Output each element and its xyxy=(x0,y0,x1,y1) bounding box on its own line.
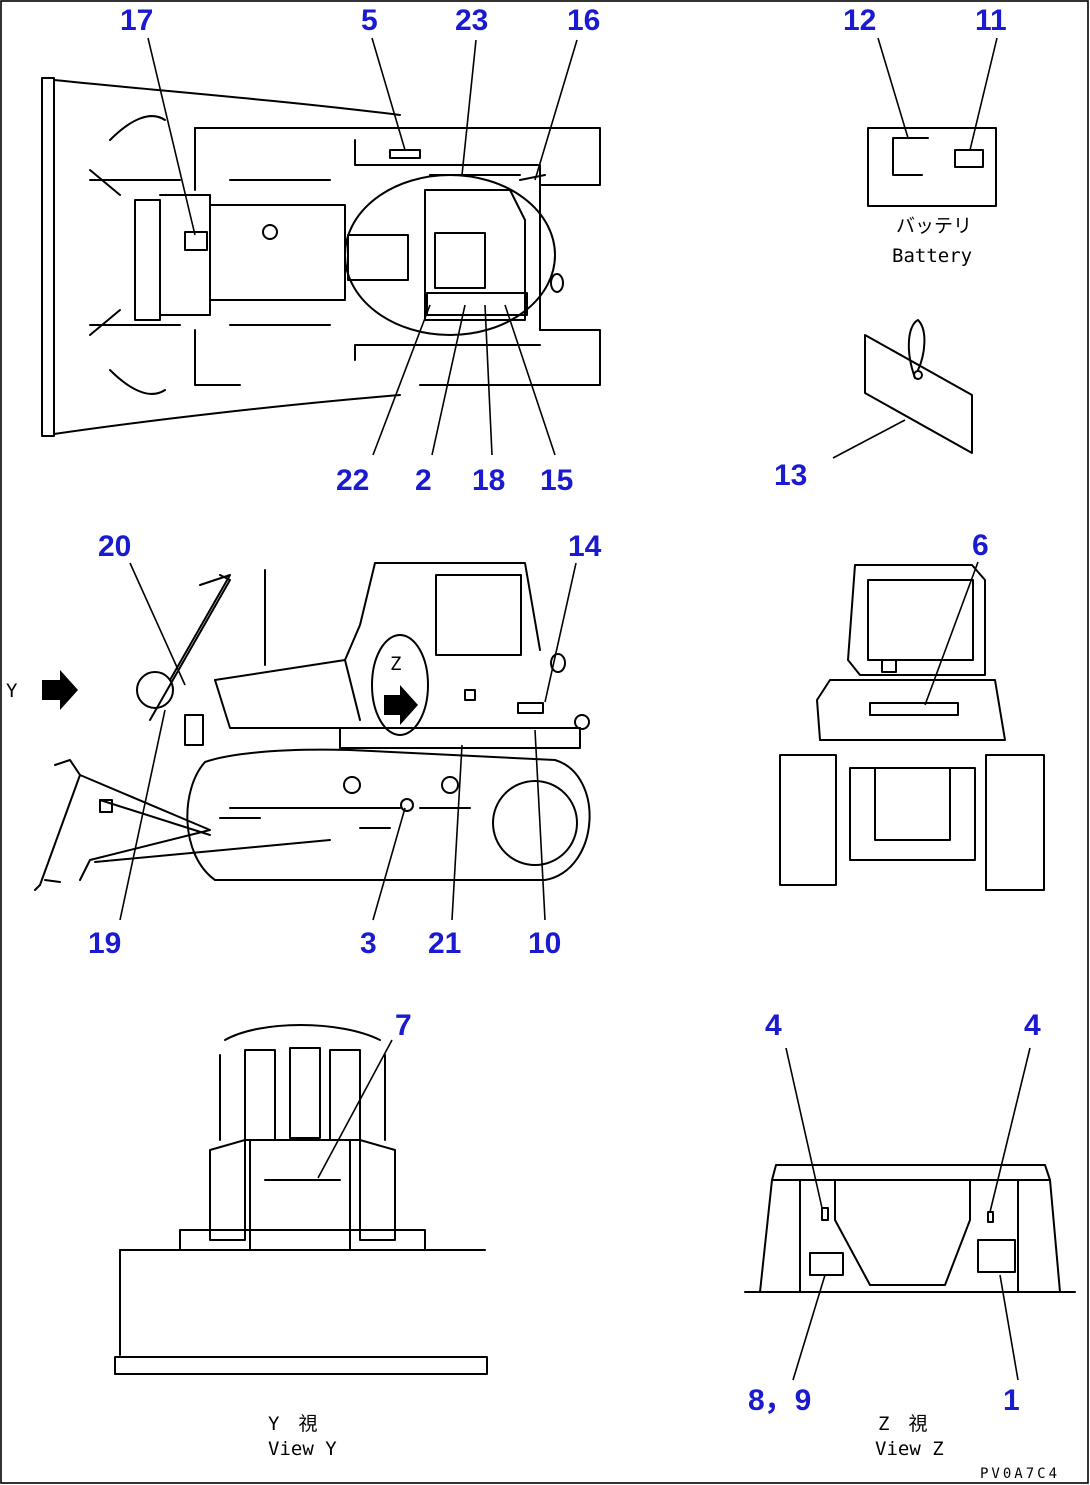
callout-15: 15 xyxy=(540,464,573,497)
callout-6: 6 xyxy=(972,529,989,562)
view-z-arrow-icon xyxy=(384,685,418,725)
callout-12: 12 xyxy=(843,4,876,37)
view-y-drawing xyxy=(114,1024,488,1375)
callout-4-right: 4 xyxy=(1024,1009,1041,1042)
callout-10: 10 xyxy=(528,927,561,960)
callout-1: 1 xyxy=(1003,1384,1020,1417)
tag-drawing xyxy=(832,319,973,459)
callout-11: 11 xyxy=(975,4,1007,37)
view-z-jp-label: Z 視 xyxy=(878,1413,927,1435)
callout-13: 13 xyxy=(774,459,807,492)
callout-16: 16 xyxy=(567,4,600,37)
callout-14: 14 xyxy=(568,530,602,563)
callout-8-9: 8，9 xyxy=(748,1384,811,1417)
battery-jp-label: バッテリ xyxy=(896,215,972,237)
callout-20: 20 xyxy=(98,530,131,563)
callout-5: 5 xyxy=(361,4,378,37)
view-y-jp-label: Y 視 xyxy=(268,1413,317,1435)
callout-19: 19 xyxy=(88,927,121,960)
callout-23: 23 xyxy=(455,4,488,37)
callout-17: 17 xyxy=(120,4,153,37)
callout-7: 7 xyxy=(395,1009,412,1042)
side-view-drawing xyxy=(34,562,591,921)
view-z-drawing xyxy=(744,1047,1076,1381)
view-z-marker: Z xyxy=(390,653,401,675)
top-view-drawing xyxy=(41,37,601,456)
view-y-arrow-icon xyxy=(42,670,78,710)
callout-2: 2 xyxy=(415,464,432,497)
callout-22: 22 xyxy=(336,464,369,497)
view-y-en-label: View Y xyxy=(268,1438,337,1460)
callout-3: 3 xyxy=(360,927,377,960)
rear-view-drawing xyxy=(779,561,1045,891)
drawing-ref-code: PV0A7C4 xyxy=(980,1466,1060,1482)
battery-drawing xyxy=(867,37,998,207)
view-z-en-label: View Z xyxy=(875,1438,944,1460)
callout-4-left: 4 xyxy=(765,1009,782,1042)
callout-18: 18 xyxy=(472,464,505,497)
view-y-marker: Y xyxy=(6,680,18,702)
battery-en-label: Battery xyxy=(892,245,972,267)
callout-21: 21 xyxy=(428,927,461,960)
